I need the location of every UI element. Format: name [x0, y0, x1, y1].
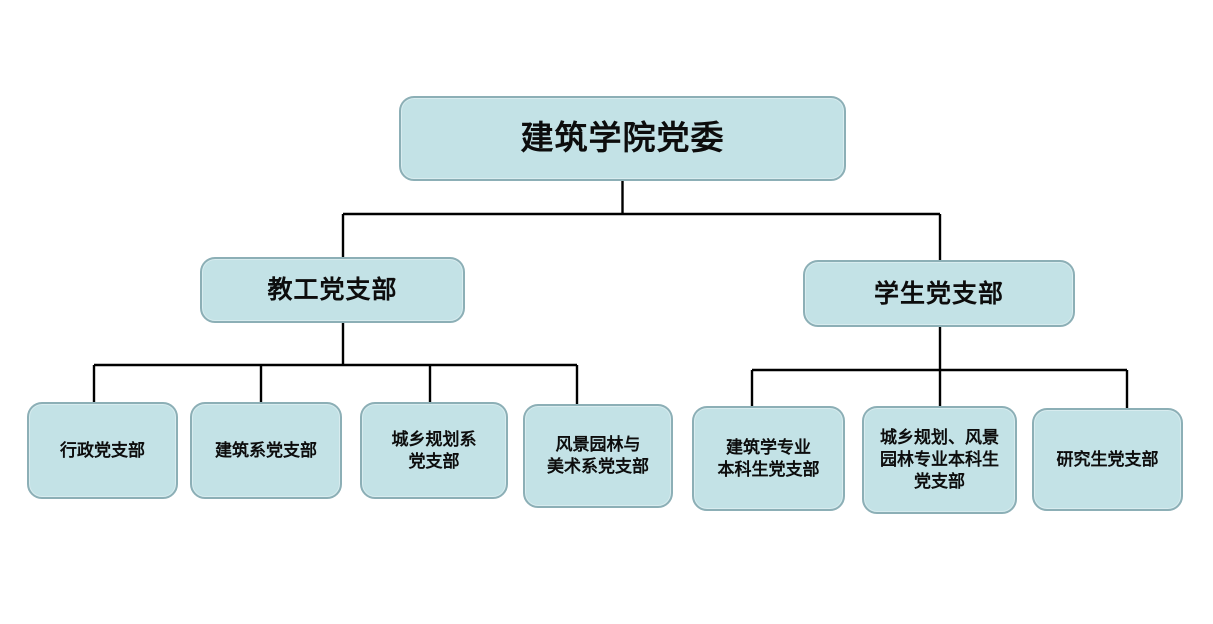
node-label: 学生党支部 — [873, 279, 1004, 308]
node-label: 教工党支部 — [267, 276, 398, 304]
node-label: 城乡规划、风景 园林专业本科生 党支部 — [880, 428, 999, 491]
node-label: 建筑学专业 本科生党支部 — [717, 437, 820, 479]
node-admin-party-branch: 行政党支部 — [27, 402, 178, 499]
node-college-party-committee: 建筑学院党委 — [399, 96, 846, 181]
node-graduate-party-branch: 研究生党支部 — [1032, 408, 1183, 511]
node-student-party-branch: 学生党支部 — [803, 260, 1075, 327]
node-label: 建筑学院党委 — [520, 119, 725, 157]
node-architecture-undergrad-party-branch: 建筑学专业 本科生党支部 — [692, 406, 845, 511]
node-label: 行政党支部 — [60, 440, 145, 460]
node-architecture-dept-party-branch: 建筑系党支部 — [190, 402, 342, 499]
node-faculty-party-branch: 教工党支部 — [200, 257, 465, 323]
node-label: 城乡规划系 党支部 — [391, 429, 477, 471]
node-label: 风景园林与 美术系党支部 — [547, 435, 649, 476]
node-planning-landscape-undergrad-party-branch: 城乡规划、风景 园林专业本科生 党支部 — [862, 406, 1017, 514]
node-label: 研究生党支部 — [1056, 449, 1159, 469]
node-label: 建筑系党支部 — [215, 440, 317, 460]
node-urban-planning-dept-party-branch: 城乡规划系 党支部 — [360, 402, 508, 499]
node-landscape-art-dept-party-branch: 风景园林与 美术系党支部 — [523, 404, 673, 508]
